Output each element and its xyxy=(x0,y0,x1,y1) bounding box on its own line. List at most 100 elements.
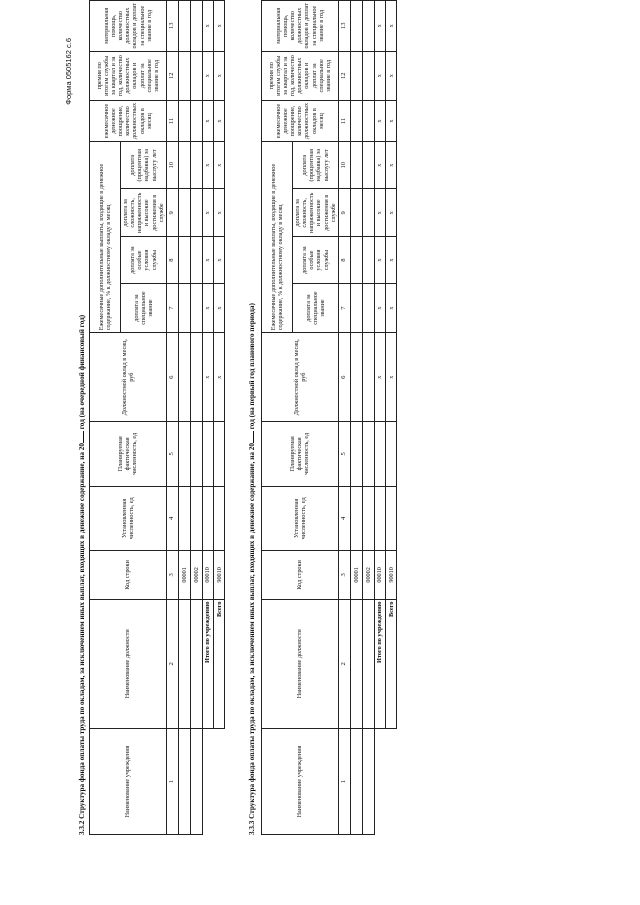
table-row: 00001 xyxy=(178,0,191,835)
section-title-suffix: год (на очередной финансовый год) xyxy=(78,314,86,430)
header-monthly-group: Ежемесячные дополнительные выплаты, вход… xyxy=(89,141,121,333)
col-num: 10 xyxy=(338,141,351,189)
cell-value: x xyxy=(374,100,386,142)
cell-value xyxy=(190,421,203,487)
col-num: 5 xyxy=(338,421,351,487)
cell-value xyxy=(190,188,203,237)
cell-value: x xyxy=(385,100,397,142)
section-title-332: 3.3.2 Структура фонда оплаты труда по ок… xyxy=(78,315,86,835)
cell-line-code: 90010 xyxy=(213,550,225,600)
cell-value xyxy=(213,421,225,487)
cell-value: x xyxy=(202,188,214,237)
cell-value xyxy=(178,486,191,551)
header-incentive: ежемесячное денежное поощрение, количест… xyxy=(89,100,167,142)
col-num: 12 xyxy=(166,51,179,101)
cell-value xyxy=(350,421,363,487)
cell-value xyxy=(178,283,191,333)
header-actual: Планируемая фактическая численность, ед xyxy=(261,421,339,487)
cell-line-code: 00010 xyxy=(374,550,386,600)
header-special-conditions: доплата за особые условия службы xyxy=(292,236,339,284)
col-num: 13 xyxy=(338,0,351,52)
col-num: 1 xyxy=(166,728,179,835)
cell-value: x xyxy=(202,236,214,284)
cell-value xyxy=(362,188,375,237)
cell-value xyxy=(350,51,363,101)
cell-value xyxy=(385,486,397,551)
cell-value xyxy=(202,486,214,551)
cell-value xyxy=(362,51,375,101)
cell-line-code: 00001 xyxy=(178,550,191,600)
col-num: 2 xyxy=(166,599,179,729)
cell-value xyxy=(362,283,375,333)
year-prefix: 20 xyxy=(78,443,86,451)
table-row: 00001 xyxy=(350,0,363,835)
cell-value xyxy=(350,283,363,333)
structure-table: Наименование учреждения Наименование дол… xyxy=(261,0,397,835)
header-row-1: Наименование учреждения Наименование дол… xyxy=(261,0,339,835)
cell-institution xyxy=(374,728,386,835)
col-num: 9 xyxy=(338,188,351,237)
table-row: 00002 xyxy=(190,0,203,835)
cell-value: x xyxy=(385,236,397,284)
col-num: 13 xyxy=(166,0,179,52)
cell-institution xyxy=(213,728,225,835)
year-blank xyxy=(253,431,254,444)
header-complexity: доплата за сложность, напряженность и вы… xyxy=(292,188,339,237)
cell-institution xyxy=(178,728,191,835)
cell-value xyxy=(350,236,363,284)
column-number-row: 1 2 3 4 5 6 7 8 9 10 11 12 13 xyxy=(338,0,351,835)
cell-institution xyxy=(385,728,397,835)
cell-value xyxy=(350,486,363,551)
col-num: 8 xyxy=(166,236,179,284)
cell-line-code: 90010 xyxy=(385,550,397,600)
cell-value xyxy=(350,332,363,422)
cell-value: x xyxy=(374,51,386,101)
column-number-row: 1 2 3 4 5 6 7 8 9 10 11 12 13 xyxy=(166,0,179,835)
year-prefix: 20 xyxy=(248,443,256,451)
cell-value: x xyxy=(385,188,397,237)
header-salary: Должностной оклад в месяц, руб xyxy=(261,332,339,422)
col-num: 3 xyxy=(166,550,179,600)
section-title-text: 3.3.2 Структура фонда оплаты труда по ок… xyxy=(78,452,86,835)
col-num: 6 xyxy=(338,332,351,422)
header-seniority: доплата (процентная надбавка) за выслугу… xyxy=(292,141,339,189)
cell-value xyxy=(178,332,191,422)
header-bonus: премия по итогам службы за квартал и за … xyxy=(261,51,339,101)
section-title-text: 3.3.3 Структура фонда оплаты труда по ок… xyxy=(248,452,256,835)
cell-value: x xyxy=(374,0,386,52)
cell-value: x xyxy=(374,332,386,422)
cell-value: x xyxy=(374,283,386,333)
col-num: 7 xyxy=(338,283,351,333)
table-row: 00002 xyxy=(362,0,375,835)
cell-position xyxy=(190,599,203,729)
cell-value xyxy=(190,236,203,284)
header-bonus: премия по итогам службы за квартал и за … xyxy=(89,51,167,101)
header-institution: Наименование учреждения xyxy=(261,728,339,835)
cell-position xyxy=(350,599,363,729)
cell-value xyxy=(350,100,363,142)
header-complexity: доплата за сложность, напряженность и вы… xyxy=(120,188,167,237)
cell-value: x xyxy=(202,100,214,142)
header-line-code: Код строки xyxy=(89,550,167,600)
col-num: 10 xyxy=(166,141,179,189)
col-num: 2 xyxy=(338,599,351,729)
cell-value xyxy=(350,141,363,189)
cell-value: x xyxy=(374,188,386,237)
cell-value: x xyxy=(385,283,397,333)
cell-value: x xyxy=(202,141,214,189)
cell-value: x xyxy=(374,141,386,189)
cell-value xyxy=(178,188,191,237)
cell-position: Всего xyxy=(385,599,397,729)
cell-value xyxy=(178,141,191,189)
cell-value xyxy=(178,0,191,52)
cell-position: Всего xyxy=(213,599,225,729)
cell-value xyxy=(178,421,191,487)
header-salary: Должностной оклад в месяц, руб xyxy=(89,332,167,422)
cell-line-code: 00002 xyxy=(190,550,203,600)
header-row-1: Наименование учреждения Наименование дол… xyxy=(89,0,167,835)
cell-value xyxy=(362,332,375,422)
form-code: Форма 0505162 с.6 xyxy=(64,38,73,105)
cell-value: x xyxy=(385,141,397,189)
